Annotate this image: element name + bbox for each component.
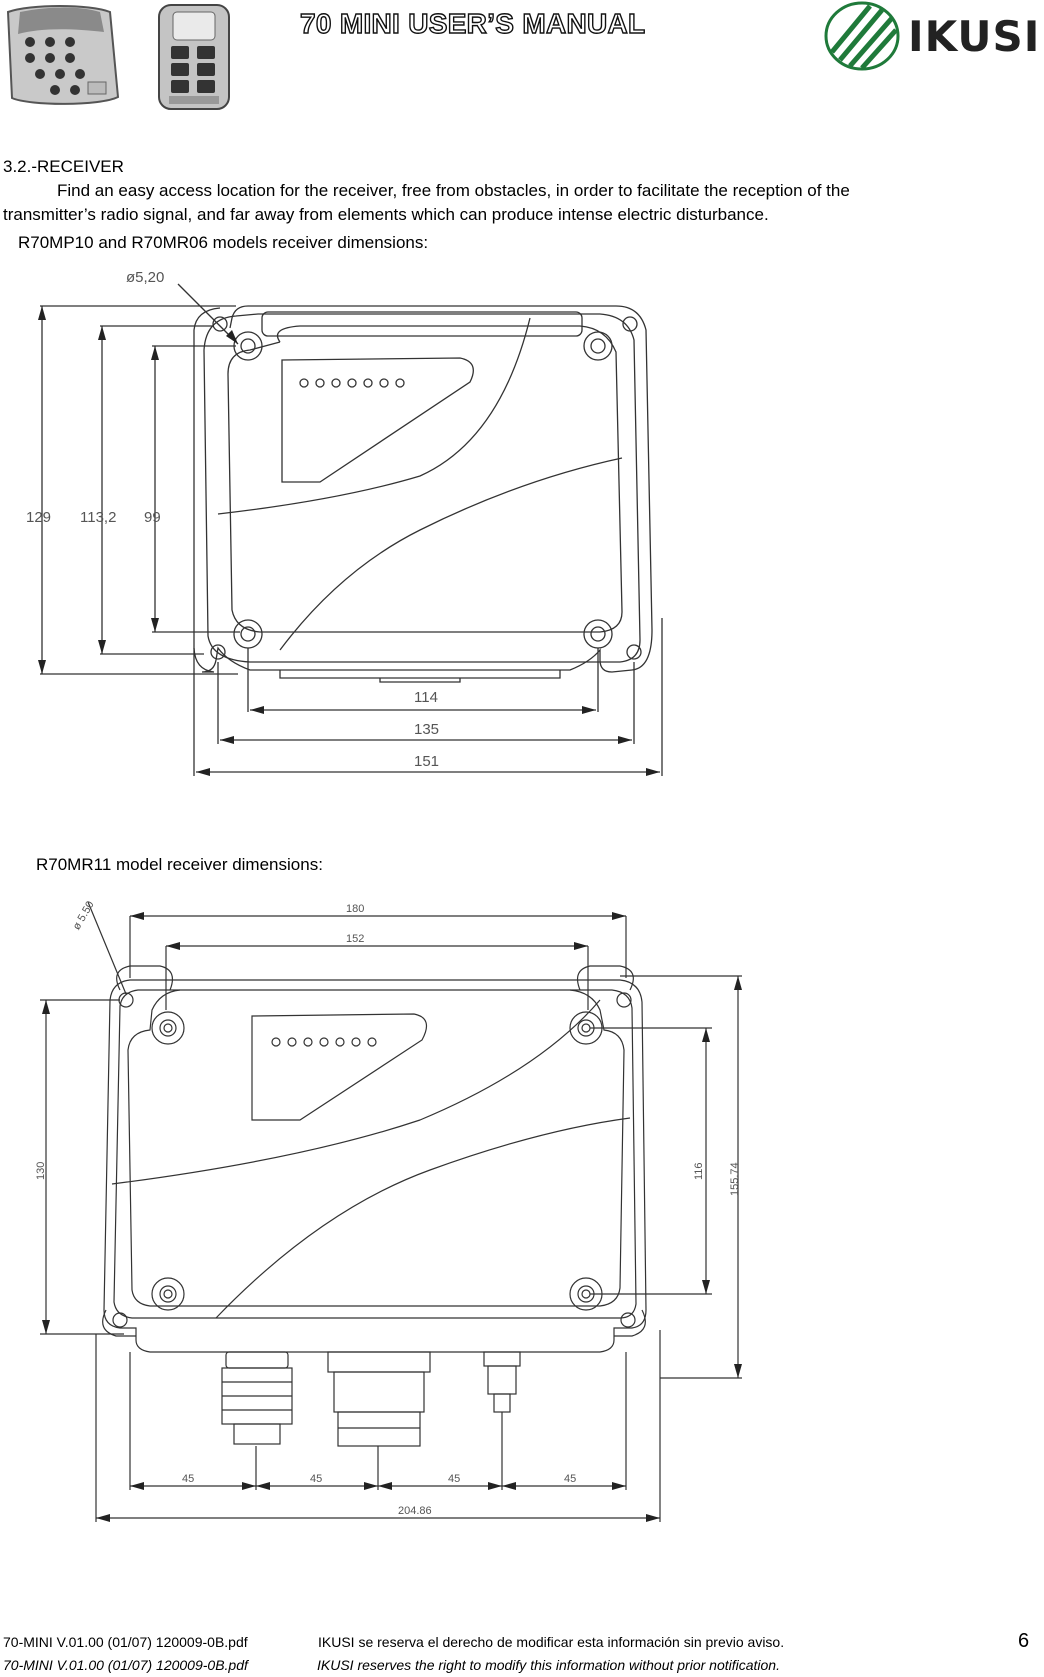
receiver-dimension-drawing-1: ø5,20 129 113,2 99 114 135 151 bbox=[26, 270, 663, 776]
dim-130-label: 130 bbox=[35, 1162, 47, 1180]
manual-title: 70 MINI USER’S MANUAL bbox=[299, 7, 646, 39]
dim-151-label: 151 bbox=[414, 753, 439, 770]
footer-doc-id-en: 70-MINI V.01.00 (01/07) 120009-0B.pdf bbox=[3, 1657, 248, 1673]
paragraph-line-1: Find an easy access location for the rec… bbox=[57, 181, 850, 200]
page-number: 6 bbox=[1018, 1630, 1030, 1652]
remote-control-image-2 bbox=[155, 2, 235, 114]
remote-control-image-1 bbox=[0, 2, 125, 110]
ikusi-logo: IKUSI bbox=[822, 0, 1044, 72]
dim-129-label: 129 bbox=[26, 509, 51, 526]
ikusi-logo-icon bbox=[824, 1, 900, 71]
dim-135-label: 135 bbox=[414, 721, 439, 738]
subheading-models-1: R70MP10 and R70MR06 models receiver dime… bbox=[18, 233, 429, 252]
subheading-models-2: R70MR11 model receiver dimensions: bbox=[36, 855, 323, 874]
dim-152-label: 152 bbox=[346, 933, 364, 945]
dim-45-label-4: 45 bbox=[564, 1473, 576, 1485]
section-heading: 3.2.-RECEIVER bbox=[3, 157, 124, 176]
dim-45-label-1: 45 bbox=[182, 1473, 194, 1485]
receiver-dimension-drawing-2: 180 152 ø 5.50 130 116 155.74 45 45 45 4… bbox=[35, 899, 742, 1522]
hole-diameter-label-2: ø 5.50 bbox=[71, 899, 97, 932]
dim-113-label: 113,2 bbox=[80, 509, 116, 526]
dim-180-label: 180 bbox=[346, 903, 364, 915]
dim-45-label-2: 45 bbox=[310, 1473, 322, 1485]
paragraph-line-2: transmitter’s radio signal, and far away… bbox=[3, 205, 769, 224]
ikusi-logo-text: IKUSI bbox=[908, 12, 1041, 61]
dim-155-label: 155.74 bbox=[729, 1162, 741, 1196]
dim-99-label: 99 bbox=[144, 509, 161, 526]
remote-control-icon bbox=[158, 4, 230, 110]
footer-doc-id-es: 70-MINI V.01.00 (01/07) 120009-0B.pdf bbox=[3, 1634, 248, 1650]
footer-notice-es: IKUSI se reserva el derecho de modificar… bbox=[318, 1634, 785, 1650]
remote-control-icon bbox=[6, 5, 120, 105]
dim-116-label: 116 bbox=[693, 1162, 705, 1180]
dim-114-label: 114 bbox=[414, 689, 438, 706]
dim-204-label: 204.86 bbox=[398, 1505, 432, 1517]
footer-notice-en: IKUSI reserves the right to modify this … bbox=[317, 1657, 780, 1673]
hole-diameter-label: ø5,20 bbox=[126, 270, 164, 286]
dim-45-label-3: 45 bbox=[448, 1473, 460, 1485]
